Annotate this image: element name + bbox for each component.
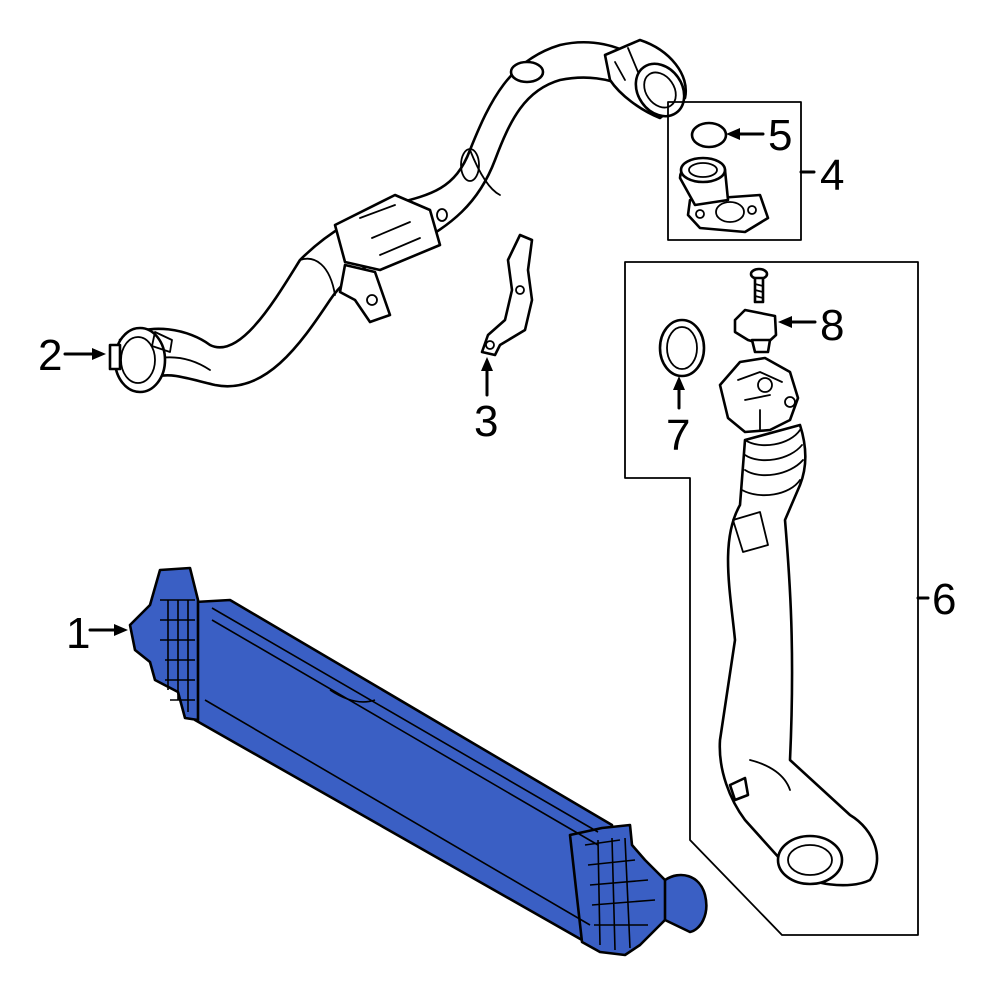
upper-charge-pipe — [108, 38, 688, 394]
callout-label-5: 5 — [768, 111, 792, 160]
outlet-adapter-4 — [678, 156, 770, 234]
callout-label-8: 8 — [820, 301, 844, 350]
pipe-bracket — [480, 233, 534, 357]
arrow-head-3 — [481, 357, 493, 371]
callout-1: 1 — [66, 609, 128, 658]
arrow-head-7 — [673, 376, 685, 390]
o-ring-5 — [690, 121, 728, 149]
pipe-adapter — [718, 356, 800, 434]
sensor-8 — [733, 308, 778, 354]
callout-7: 7 — [666, 376, 690, 460]
intercooler — [128, 566, 708, 957]
callout-3: 3 — [474, 357, 498, 446]
arrow-head-1 — [114, 624, 128, 636]
callout-6: 6 — [916, 575, 956, 624]
lower-charge-pipe — [718, 423, 879, 887]
callout-label-6: 6 — [932, 575, 956, 624]
callout-4: 4 — [799, 151, 844, 200]
arrow-head-2 — [92, 348, 106, 360]
callout-label-2: 2 — [38, 331, 62, 380]
arrow-head-5 — [726, 128, 740, 140]
callout-label-4: 4 — [820, 151, 844, 200]
o-ring-7 — [658, 318, 706, 378]
callout-8: 8 — [778, 301, 844, 350]
callout-5: 5 — [726, 111, 792, 160]
callout-label-1: 1 — [66, 609, 90, 658]
lower-pipe-group — [624, 261, 919, 936]
group-box-6 — [624, 261, 919, 936]
arrow-head-8 — [778, 316, 792, 328]
callout-label-7: 7 — [666, 411, 690, 460]
callout-2: 2 — [38, 331, 106, 380]
bolt — [749, 267, 769, 304]
outlet-adapter-group — [667, 101, 802, 241]
callout-label-3: 3 — [474, 397, 498, 446]
